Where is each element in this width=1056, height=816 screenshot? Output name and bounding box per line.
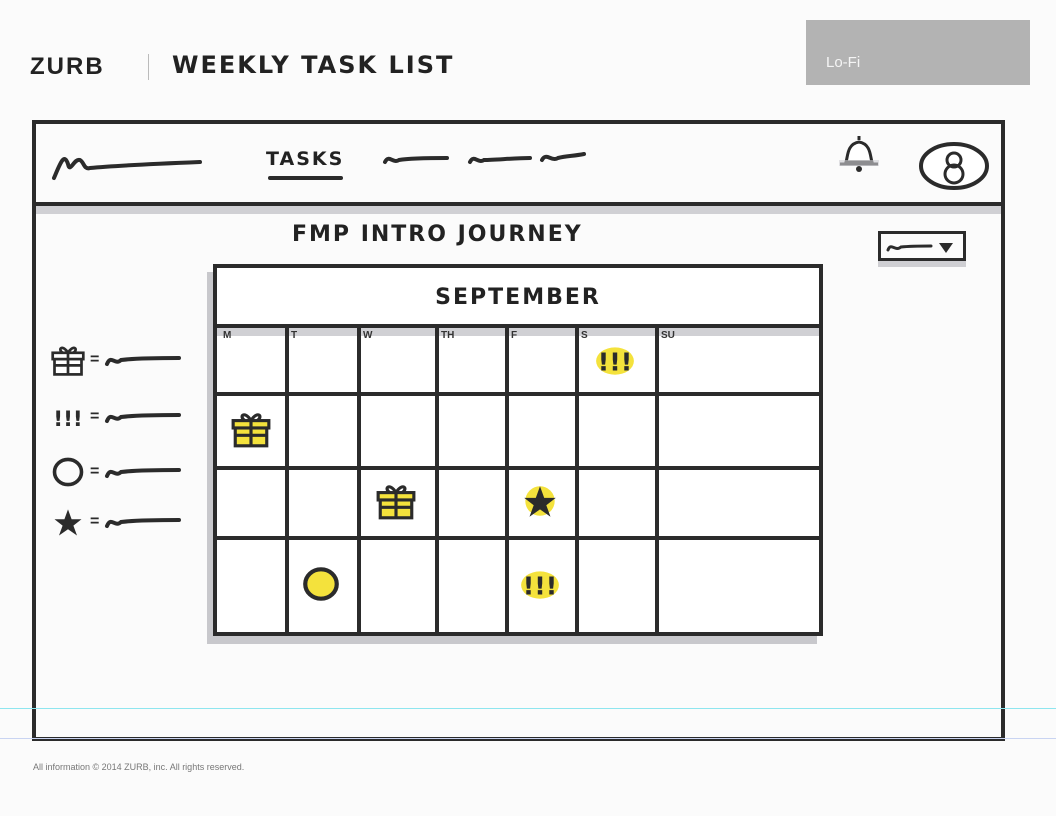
calendar-event[interactable]: !!! (594, 339, 636, 386)
fidelity-badge: Lo-Fi (806, 20, 1030, 85)
app-logo-scribble[interactable] (50, 144, 210, 184)
tab-tasks[interactable]: TASKS (266, 148, 345, 170)
brand-logo: ZURB (30, 53, 105, 80)
legend-equals: = (90, 408, 100, 425)
calendar-column-divider (505, 328, 509, 632)
nav-link-scribble-3[interactable] (538, 148, 588, 168)
calendar-row-divider (217, 466, 819, 470)
fidelity-badge-label: Lo-Fi (826, 54, 861, 71)
legend-description-scribble (105, 518, 182, 528)
exclamation-icon: !!! (53, 407, 83, 432)
calendar-row-divider (217, 392, 819, 396)
chevron-down-icon (939, 243, 953, 253)
calendar-month: SEPTEMBER (217, 268, 819, 328)
legend-description-scribble (105, 413, 182, 423)
legend-description-scribble (105, 468, 182, 478)
legend-description-scribble (105, 356, 182, 366)
footer-copyright: All information © 2014 ZURB, inc. All ri… (33, 762, 245, 772)
legend-item: = (50, 504, 183, 540)
top-nav: TASKS (36, 124, 1001, 206)
calendar-column-divider (357, 328, 361, 632)
legend-item: = (50, 342, 183, 378)
brand-divider (148, 54, 149, 80)
wireframe-window: TASKS FMP INTRO JOURNEY (32, 120, 1005, 741)
circle-icon (52, 457, 84, 487)
legend-equals: = (90, 463, 100, 480)
calendar-row-divider (217, 536, 819, 540)
calendar-event[interactable] (519, 480, 561, 527)
legend-equals: = (90, 351, 100, 368)
calendar-grid: M T W TH F S SU !!! !!! (217, 328, 819, 632)
calendar-day-label: T (291, 330, 298, 341)
calendar-event[interactable] (230, 408, 272, 455)
svg-text:!!!: !!! (598, 348, 632, 377)
calendar-event[interactable] (375, 480, 417, 527)
gift-icon (376, 485, 416, 520)
star-icon (524, 486, 556, 517)
tab-tasks-active-indicator (268, 176, 343, 180)
legend-equals: = (90, 513, 100, 530)
calendar-column-divider (575, 328, 579, 632)
guide-line-1 (0, 708, 1056, 709)
calendar-event[interactable]: !!! (519, 563, 561, 610)
content-title: FMP INTRO JOURNEY (292, 222, 583, 247)
legend-item: !!! = (50, 399, 183, 435)
gift-icon (51, 346, 85, 376)
page-title: WEEKLY TASK LIST (172, 51, 455, 79)
dropdown-label-scribble (886, 244, 933, 252)
bell-icon[interactable] (836, 132, 882, 176)
nav-shadow (36, 206, 1001, 214)
calendar-day-label: TH (441, 330, 455, 341)
view-dropdown[interactable] (878, 231, 966, 261)
calendar-day-label: M (223, 330, 232, 341)
guide-line-2 (0, 738, 1056, 739)
svg-text:!!!: !!! (53, 407, 83, 432)
legend-item: = (50, 454, 183, 490)
exclamation-icon: !!! (596, 347, 634, 377)
avatar-icon[interactable] (918, 138, 990, 192)
calendar-event[interactable] (300, 563, 342, 610)
svg-text:!!!: !!! (523, 572, 557, 601)
exclamation-icon: !!! (521, 571, 559, 601)
calendar: SEPTEMBER M T W TH F S SU !!! !!! (213, 264, 823, 636)
calendar-day-label: SU (661, 330, 675, 341)
calendar-column-divider (285, 328, 289, 632)
star-icon (54, 509, 82, 536)
nav-link-scribble-1[interactable] (381, 150, 451, 170)
calendar-column-divider (655, 328, 659, 632)
calendar-column-divider (435, 328, 439, 632)
calendar-day-label: S (581, 330, 588, 341)
gift-icon (231, 413, 271, 448)
circle-icon (303, 567, 339, 601)
calendar-day-label: W (363, 330, 373, 341)
calendar-day-label: F (511, 330, 518, 341)
nav-link-scribble-2[interactable] (466, 150, 536, 170)
calendar-header-shadow (217, 328, 819, 336)
